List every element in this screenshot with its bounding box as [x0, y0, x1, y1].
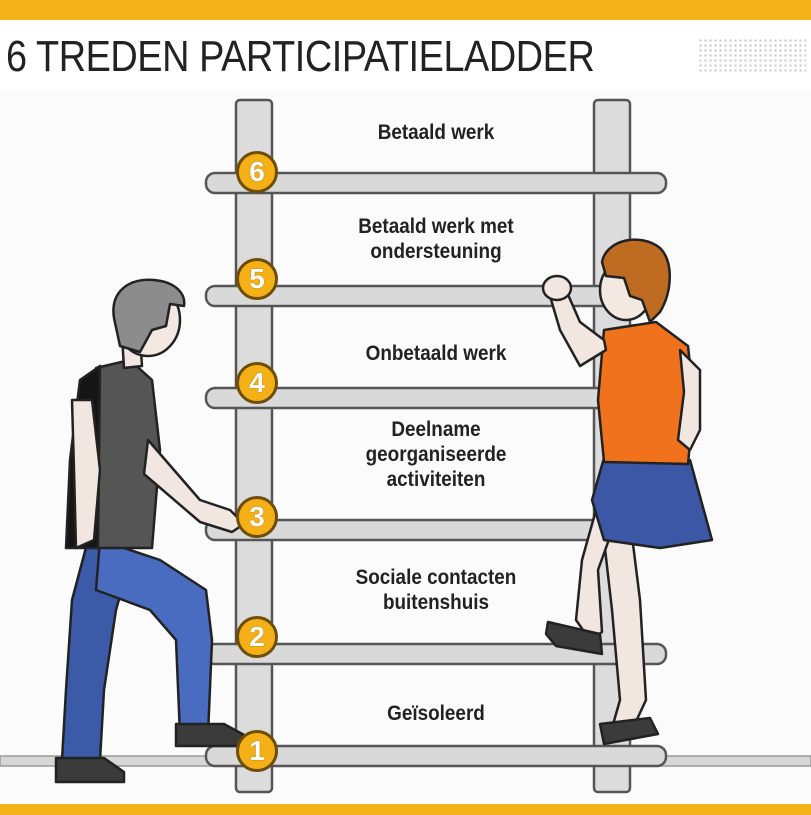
step-badge-4: 4	[236, 362, 278, 404]
step-label-4: Onbetaald werk	[365, 342, 507, 365]
step-label-3: Deelname georganiseerde activiteiten	[365, 418, 507, 491]
step-badge-2: 2	[236, 616, 278, 658]
step-badge-3: 3	[236, 496, 278, 538]
bottom-accent-bar	[0, 804, 811, 815]
top-accent-bar	[0, 0, 811, 20]
step-badge-1: 1	[236, 730, 278, 772]
step-label-1: Geïsoleerd	[387, 702, 485, 725]
woman-figure	[541, 238, 714, 746]
dot-pattern	[698, 38, 806, 74]
step-badge-5: 5	[236, 258, 278, 300]
rung-1	[204, 744, 668, 768]
page-title: 6 TREDEN PARTICIPATIELADDER	[6, 32, 595, 81]
man-figure	[54, 278, 248, 784]
step-label-2: Sociale contacten buitenshuis	[355, 566, 517, 614]
step-label-5: Betaald werk met ondersteuning	[358, 215, 514, 263]
rung-6	[204, 171, 668, 195]
step-badge-6: 6	[236, 151, 278, 193]
ladder-left-rail	[234, 98, 274, 794]
step-label-6: Betaald werk	[377, 121, 495, 144]
